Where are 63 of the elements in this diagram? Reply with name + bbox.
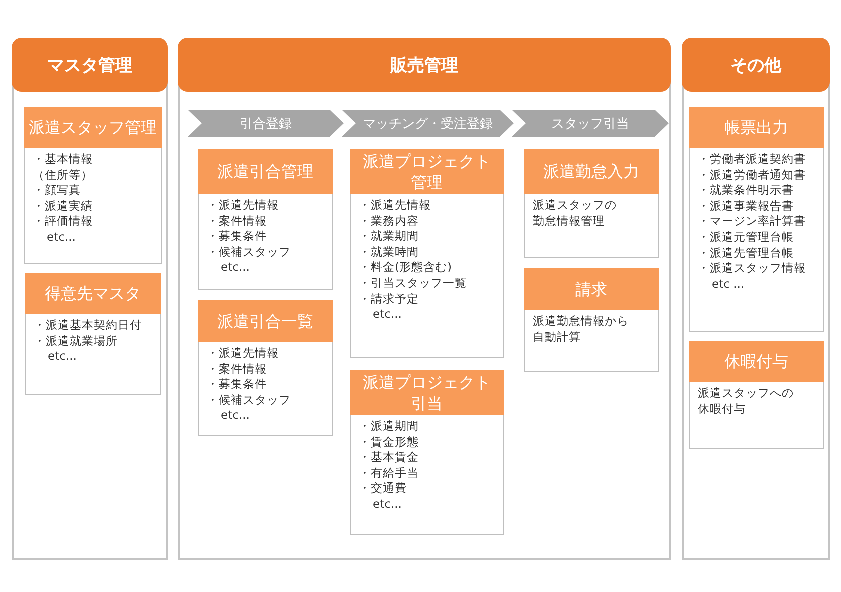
list-item: ・マージン率計算書 bbox=[698, 214, 807, 230]
list-item: ・派遣元管理台帳 bbox=[698, 230, 795, 246]
column-panel bbox=[12, 38, 168, 560]
card-heading: 請求 bbox=[524, 268, 659, 310]
list-item: ・評価情報 bbox=[33, 214, 94, 230]
list-item: ・案件情報 bbox=[207, 362, 268, 378]
card-heading: 派遣引合一覧 bbox=[198, 300, 333, 342]
column-panel bbox=[178, 38, 671, 560]
etc-note: etc... bbox=[220, 408, 251, 424]
list-item: ・派遣先情報 bbox=[359, 198, 432, 214]
list-item: ・派遣期間 bbox=[359, 419, 420, 435]
list-item: ・料金(形態含む) bbox=[359, 260, 453, 276]
list-item: ・派遣労働者通知書 bbox=[698, 168, 807, 184]
list-item: ・引当スタッフ一覧 bbox=[359, 276, 468, 292]
etc-note: etc... bbox=[47, 349, 78, 365]
panel-heading: その他 bbox=[682, 38, 830, 92]
card-heading: 休暇付与 bbox=[689, 341, 824, 382]
list-item: ・募集条件 bbox=[207, 377, 268, 393]
list-item: ・派遣実績 bbox=[33, 198, 94, 214]
card-heading: 派遣勤怠入力 bbox=[524, 149, 659, 194]
list-item: ・候補スタッフ bbox=[207, 392, 292, 408]
list-item: ・派遣スタッフ情報 bbox=[698, 261, 807, 277]
description-text: 派遣スタッフへの休暇付与 bbox=[698, 386, 795, 418]
etc-note: etc... bbox=[372, 496, 403, 513]
list-item: ・派遣先情報 bbox=[207, 198, 280, 214]
list-item: ・候補スタッフ bbox=[207, 244, 292, 260]
list-item: ・就業条件明示書 bbox=[698, 183, 795, 199]
list-item: ・就業時間 bbox=[359, 244, 420, 260]
list-item: ・基本賃金 bbox=[359, 450, 420, 466]
list-item: ・派遣基本契約日付 bbox=[34, 318, 143, 334]
etc-note: etc... bbox=[46, 230, 77, 246]
process-step: 引合登録 bbox=[188, 110, 344, 137]
card-heading: 帳票出力 bbox=[689, 107, 824, 148]
list-item: ・派遣就業場所 bbox=[34, 334, 119, 350]
card-heading: 派遣プロジェクト引当 bbox=[350, 370, 504, 415]
process-step: マッチング・受注登録 bbox=[342, 110, 514, 137]
column-panel bbox=[682, 38, 830, 560]
list-item: ・業務内容 bbox=[359, 214, 420, 230]
card-heading: 派遣引合管理 bbox=[198, 149, 333, 194]
list-item: ・基本情報（住所等） bbox=[33, 152, 94, 184]
card-heading: 派遣プロジェクト管理 bbox=[350, 149, 504, 194]
etc-note: etc... bbox=[220, 260, 251, 276]
list-item: ・交通費 bbox=[359, 481, 408, 497]
list-item: ・募集条件 bbox=[207, 229, 268, 245]
list-item: ・顔写真 bbox=[33, 183, 82, 199]
list-item: ・派遣先管理台帳 bbox=[698, 246, 795, 262]
list-item: ・請求予定 bbox=[359, 292, 420, 308]
list-item: ・就業期間 bbox=[359, 229, 420, 245]
list-item: ・案件情報 bbox=[207, 214, 268, 230]
process-step: スタッフ引当 bbox=[512, 110, 669, 137]
list-item: ・賃金形態 bbox=[359, 434, 420, 450]
list-item: ・派遣事業報告書 bbox=[698, 198, 795, 214]
card-heading: 派遣スタッフ管理 bbox=[24, 107, 162, 148]
list-item: ・有給手当 bbox=[359, 466, 420, 482]
card-heading: 得意先マスタ bbox=[25, 273, 161, 314]
description-text: 派遣スタッフの勤怠情報管理 bbox=[533, 198, 618, 230]
description-text: 派遣勤怠情報から自動計算 bbox=[533, 314, 630, 346]
panel-heading: 販売管理 bbox=[178, 38, 671, 92]
list-item: ・派遣先情報 bbox=[207, 346, 280, 362]
etc-note: etc... bbox=[372, 307, 403, 323]
list-item: ・労働者派遣契約書 bbox=[698, 152, 807, 168]
panel-heading: マスタ管理 bbox=[12, 38, 168, 92]
etc-note: etc ... bbox=[711, 276, 746, 292]
